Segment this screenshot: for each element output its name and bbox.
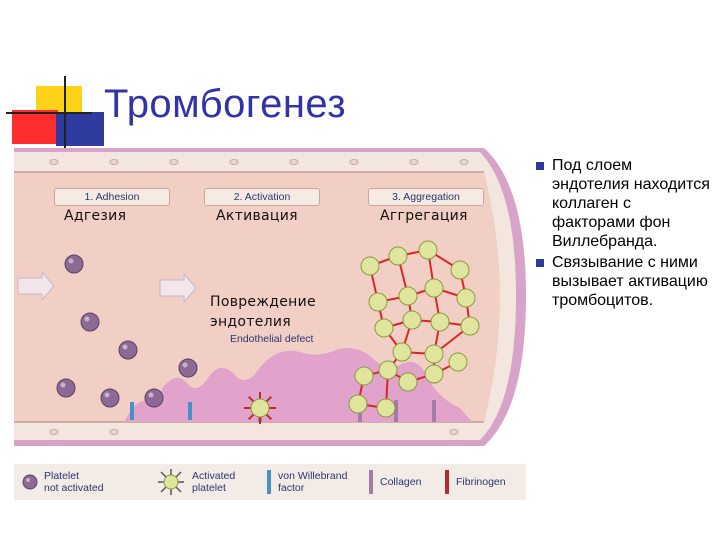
vessel-lumen	[14, 172, 500, 422]
platelet-layer	[56, 240, 480, 424]
aggregated-platelet	[424, 344, 444, 364]
legend-activated: Activated platelet	[156, 464, 235, 500]
aggregated-platelet	[460, 316, 480, 336]
decor-red-square	[12, 110, 58, 144]
aggregated-platelet	[388, 246, 408, 266]
aggregated-platelet	[376, 398, 396, 418]
collagen-icon	[369, 470, 373, 494]
diagram-legend: Platelet not activated Activated platele…	[14, 464, 526, 500]
stage-activation-label: 2. Activation	[204, 188, 320, 206]
legend-platelet: Platelet not activated	[22, 464, 104, 500]
aggregated-platelet	[418, 240, 438, 260]
collagen-fiber	[432, 400, 436, 422]
fibrinogen-icon	[445, 470, 449, 494]
platelet-inactive-icon	[22, 474, 38, 490]
aggregated-platelet	[378, 360, 398, 380]
platelet-inactive	[178, 358, 198, 378]
platelet-inactive	[80, 312, 100, 332]
aggregated-platelet	[424, 364, 444, 384]
vwf-fiber	[188, 402, 192, 420]
stage-aggregation-ru: Аггрегация	[380, 208, 468, 224]
bullet-item: Связывание с ними вызывает активацию тро…	[536, 253, 712, 310]
legend-activated-label: Activated platelet	[192, 470, 236, 494]
platelet-inactive	[64, 254, 84, 274]
blood-flow-arrows	[17, 270, 197, 304]
stage-adhesion-label: 1. Adhesion	[54, 188, 170, 206]
decor-horizontal-line	[6, 112, 92, 114]
stage-activation-ru: Активация	[216, 208, 298, 224]
platelet-activated-icon	[158, 469, 184, 495]
aggregated-platelet	[348, 394, 368, 414]
bullet-list: Под слоем эндотелия находится коллаген с…	[536, 156, 712, 312]
legend-fibrinogen: Fibrinogen	[444, 464, 506, 500]
endothelial-defect-ru: Повреждение эндотелия	[210, 292, 316, 332]
platelet-inactive	[100, 388, 120, 408]
endothelial-nuclei	[49, 159, 469, 435]
aggregated-platelet	[354, 366, 374, 386]
platelet-inactive	[144, 388, 164, 408]
platelet-inactive	[56, 378, 76, 398]
slide-title: Тромбогенез	[104, 82, 347, 126]
legend-vwf: von Willebrand factor	[266, 464, 347, 500]
aggregated-platelet	[402, 310, 422, 330]
aggregated-platelet	[450, 260, 470, 280]
aggregated-platelet	[374, 318, 394, 338]
aggregated-platelet	[368, 292, 388, 312]
aggregated-platelet	[430, 312, 450, 332]
aggregated-platelet	[456, 288, 476, 308]
aggregated-platelet	[398, 372, 418, 392]
aggregated-platelet	[448, 352, 468, 372]
aggregated-platelet	[360, 256, 380, 276]
defect-ru-line-2: эндотелия	[210, 314, 292, 330]
bullet-text: Связывание с ними вызывает активацию тро…	[552, 254, 708, 309]
vwf-fiber	[130, 402, 134, 420]
stage-adhesion-ru: Адгезия	[64, 208, 127, 224]
von-willebrand-factor-icon	[267, 470, 271, 494]
legend-fibrinogen-label: Fibrinogen	[456, 476, 506, 488]
square-bullet-icon	[536, 259, 544, 267]
platelet-inactive	[118, 340, 138, 360]
aggregated-platelet	[392, 342, 412, 362]
bullet-text: Под слоем эндотелия находится коллаген с…	[552, 157, 710, 250]
stage-aggregation-label: 3. Aggregation	[368, 188, 484, 206]
aggregated-platelet	[398, 286, 418, 306]
defect-ru-line-1: Повреждение	[210, 294, 316, 310]
legend-collagen-label: Collagen	[380, 476, 422, 488]
legend-platelet-label: Platelet not activated	[44, 470, 104, 494]
activated-platelet	[250, 398, 270, 418]
square-bullet-icon	[536, 162, 544, 170]
endothelial-defect-en: Endothelial defect	[230, 333, 314, 345]
bullet-item: Под слоем эндотелия находится коллаген с…	[536, 156, 712, 251]
aggregated-platelet	[424, 278, 444, 298]
legend-vwf-label: von Willebrand factor	[278, 470, 348, 494]
thrombogenesis-diagram: 1. Adhesion 2. Activation 3. Aggregation…	[14, 146, 526, 452]
collagen-fiber	[394, 400, 398, 422]
legend-collagen: Collagen	[368, 464, 421, 500]
